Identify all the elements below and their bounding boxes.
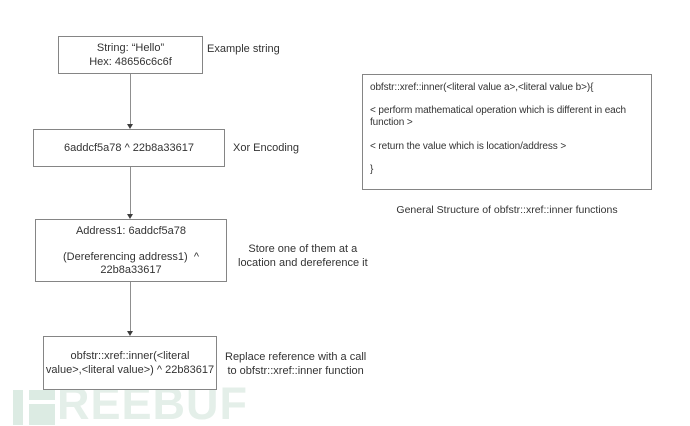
flow-label-xor-encoding: Xor Encoding — [233, 142, 300, 154]
freebuf-logo-block-icon — [29, 404, 55, 425]
freebuf-logo-bar-icon — [13, 390, 23, 425]
flow-box-example-string: String: “Hello” Hex: 48656c6c6f — [58, 36, 203, 74]
code-structure-panel: obfstr::xref::inner(<literal value a>,<l… — [362, 74, 652, 190]
flow-box-inner-call: obfstr::xref::inner(<literal value>,<lit… — [43, 336, 217, 390]
flow-label-dereference: Store one of them at a location and dere… — [238, 243, 368, 269]
flow-box-xor-encoding: 6addcf5a78 ^ 22b8a33617 — [33, 129, 225, 167]
flow-label-example-string: Example string — [207, 43, 280, 55]
code-structure-caption: General Structure of obfstr::xref::inner… — [396, 204, 618, 216]
down-arrow-icon — [127, 282, 133, 336]
freebuf-logo-block-icon — [29, 390, 55, 400]
flow-box-dereference: Address1: 6addcf5a78 (Dereferencing addr… — [35, 219, 227, 282]
down-arrow-icon — [127, 167, 133, 219]
flow-label-inner-call: Replace reference with a call to obfstr:… — [225, 351, 367, 377]
down-arrow-icon — [127, 74, 133, 129]
